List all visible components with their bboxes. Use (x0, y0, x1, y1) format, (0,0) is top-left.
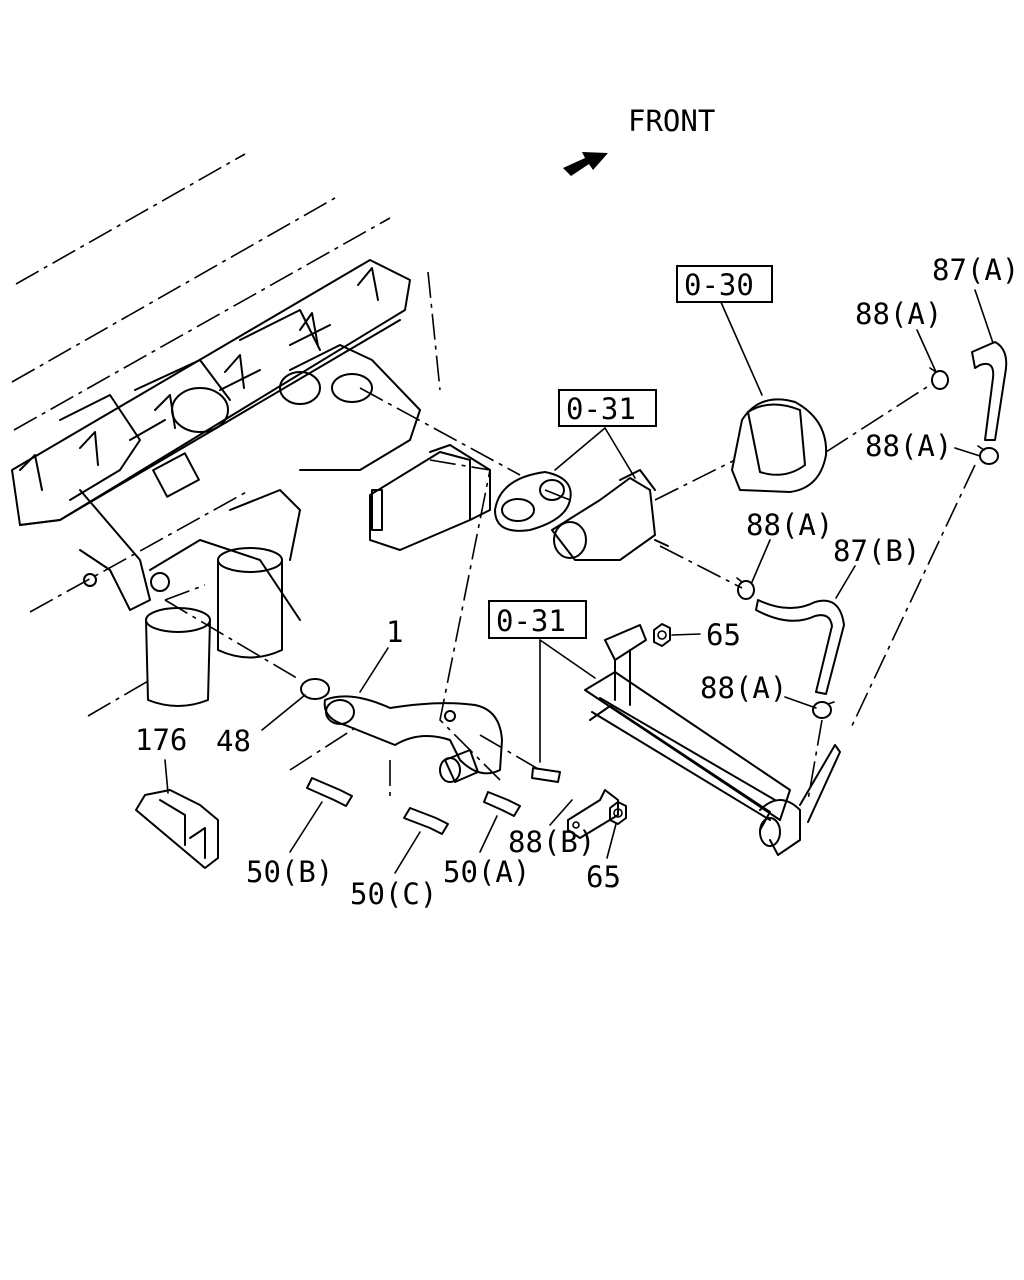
ref-031-upper-label: 0-31 (566, 392, 636, 426)
part-88a-label: 88(A) (700, 671, 787, 705)
front-arrow-icon (563, 152, 608, 176)
bolt-50c-icon (403, 807, 449, 835)
part-88b-label: 88(B) (508, 825, 595, 859)
part-87b-label: 87(B) (833, 534, 920, 568)
bolt-50b-icon (306, 777, 353, 807)
assembly-lines (164, 384, 976, 801)
stud-bolt (531, 767, 561, 783)
clamp-88a-icon (977, 445, 999, 465)
part-48-label: 48 (216, 724, 251, 758)
engine-centerlines (11, 153, 441, 717)
hose-87a (971, 341, 1008, 441)
part-50b-label: 50(B) (246, 855, 333, 889)
part-88a-label: 88(A) (746, 508, 833, 542)
part-65-label: 65 (706, 618, 741, 652)
exhaust-manifold (11, 259, 421, 526)
part-88a-label: 88(A) (855, 297, 942, 331)
exhaust-outlet-housing (79, 489, 301, 707)
nut-65-icon (653, 623, 671, 647)
clamp-88a-icon (812, 701, 835, 719)
ref-031-lower-label: 0-31 (496, 604, 566, 638)
ref-030-label: 0-30 (684, 268, 754, 302)
part-50a-label: 50(A) (443, 855, 530, 889)
egr-cover (731, 398, 828, 493)
front-label: FRONT (628, 104, 715, 138)
clamp-icons (736, 367, 999, 719)
part-65-label: 65 (586, 860, 621, 894)
gasket-48 (300, 678, 330, 700)
bracket-88b (567, 789, 619, 839)
bolt-50a-icon (483, 791, 521, 817)
egr-pipe (323, 695, 503, 783)
egr-cooler (584, 624, 841, 856)
part-87a-label: 87(A) (932, 253, 1019, 287)
part-1-label: 1 (386, 615, 403, 649)
heat-shield-176 (135, 789, 219, 869)
clamp-88a-icon (736, 577, 755, 600)
egr-valve (551, 469, 669, 561)
part-176-label: 176 (135, 723, 187, 757)
hose-87b (755, 599, 845, 695)
part-88a-label: 88(A) (865, 429, 952, 463)
ref-box-031-lower (488, 600, 587, 639)
egr-gasket (494, 471, 572, 532)
clamp-88a-icon (929, 367, 949, 390)
ref-box-030 (676, 265, 773, 303)
ref-box-031-upper (558, 389, 657, 427)
part-50c-label: 50(C) (350, 877, 437, 911)
leader-lines (164, 289, 994, 874)
